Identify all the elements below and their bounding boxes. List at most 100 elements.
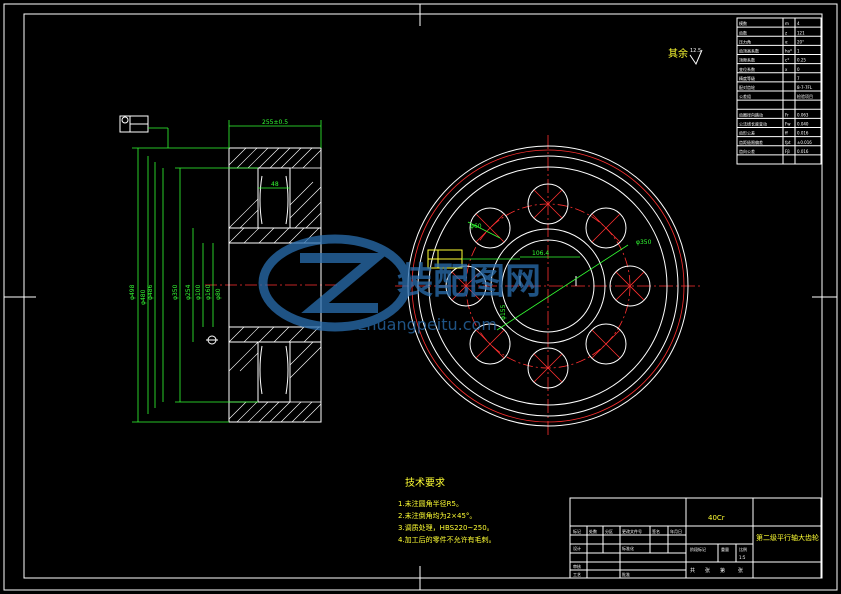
table-cell: 7 xyxy=(797,76,800,81)
svg-text:1:5: 1:5 xyxy=(739,555,746,560)
table-cell: 0.25 xyxy=(797,58,806,63)
table-cell: m xyxy=(785,21,789,26)
dia-dim-3: φ486 xyxy=(147,284,154,300)
table-cell: 0.040 xyxy=(797,122,809,127)
bore-circle xyxy=(501,239,595,333)
table-cell: x xyxy=(785,67,788,72)
front-view: φ60 φ350 106.4 φ155 xyxy=(395,135,700,437)
hole-center-mark xyxy=(533,189,563,219)
dia-dim-7: φ160 xyxy=(205,284,212,300)
hub-dim: φ155 xyxy=(500,304,507,320)
lightening-hole xyxy=(469,207,511,249)
hole-center-mark xyxy=(615,271,645,301)
svg-text:张: 张 xyxy=(738,567,743,574)
table-cell: 精度等级 xyxy=(739,75,755,81)
table-cell: 0 xyxy=(797,67,800,72)
rim-inner-circle xyxy=(428,166,668,406)
tolerance-frame-right xyxy=(427,249,520,269)
table-cell: 齿形公差 xyxy=(739,130,755,136)
svg-text:分区: 分区 xyxy=(605,528,613,534)
table-cell: 齿距极限偏差 xyxy=(739,139,763,145)
table-cell: 齿数 xyxy=(739,29,747,35)
table-cell: α xyxy=(785,39,788,44)
lightening-hole xyxy=(585,323,627,365)
svg-text:工艺: 工艺 xyxy=(573,572,581,577)
web-width-dim: 48 xyxy=(271,181,279,188)
table-cell: 齿圈径向跳动 xyxy=(739,111,763,117)
table-cell: 公法线长度变动 xyxy=(739,121,767,127)
table-cell: 20° xyxy=(797,39,804,44)
table-cell: fpt xyxy=(785,140,791,145)
svg-text:阶段标记: 阶段标记 xyxy=(690,546,706,552)
hole-center-mark xyxy=(475,213,505,243)
table-cell: 顶隙系数 xyxy=(739,57,755,63)
watermark-en: zhuangpeitu.com xyxy=(358,315,497,334)
hole-center-mark xyxy=(591,329,621,359)
hole-center-mark xyxy=(451,271,481,301)
keyway-dim: 106.4 xyxy=(532,250,549,257)
dia-dim-1: φ498 xyxy=(129,284,136,300)
watermark-cn: 装配图网 xyxy=(397,261,541,302)
svg-text:标准化: 标准化 xyxy=(622,545,634,551)
svg-text:处数: 处数 xyxy=(589,528,597,534)
svg-text:审核: 审核 xyxy=(573,563,581,569)
table-cell: 压力角 xyxy=(739,38,751,44)
table-cell: 配对齿轮 xyxy=(739,84,755,90)
table-cell: 8-7-7FL xyxy=(797,85,813,90)
lightening-hole xyxy=(527,183,569,225)
title-block: 40Cr 第二级平行轴大齿轮 标记 处数 分区 更改文件号 签名 年月日 设计 … xyxy=(569,497,822,579)
svg-text:共: 共 xyxy=(690,567,695,574)
roughness-label: 其余 xyxy=(668,47,688,60)
table-cell: ha* xyxy=(785,49,792,54)
table-cell: 公差组 xyxy=(739,93,751,99)
table-cell: Fr xyxy=(785,112,789,117)
tolerance-frame-left xyxy=(119,115,169,148)
lightening-hole xyxy=(445,265,487,307)
material-text: 40Cr xyxy=(708,514,725,522)
tech-item-1: 1.未注圆角半径R5。 xyxy=(398,499,463,508)
svg-text:更改文件号: 更改文件号 xyxy=(622,528,642,534)
tech-item-2: 2.未注倒角均为2×45°。 xyxy=(398,511,476,520)
tech-title: 技术要求 xyxy=(405,476,445,489)
hub-outer-circle xyxy=(490,228,606,344)
lightening-hole xyxy=(469,323,511,365)
table-cell: 0.016 xyxy=(797,149,809,154)
hole-center-mark xyxy=(475,329,505,359)
svg-text:比例: 比例 xyxy=(739,546,747,552)
table-cell: ff xyxy=(785,131,788,136)
watermark: 装配图网 zhuangpeitu.com xyxy=(258,234,541,334)
lightening-hole xyxy=(527,347,569,389)
pitch-dia-dim: φ350 xyxy=(636,239,652,246)
svg-text:设计: 设计 xyxy=(573,545,581,551)
root-circle xyxy=(417,155,679,417)
table-cell: 模数 xyxy=(739,20,747,26)
table-cell: 齿顶高系数 xyxy=(739,48,759,54)
part-name-text: 第二级平行轴大齿轮 xyxy=(756,533,819,542)
hole-dia-dim: φ60 xyxy=(470,223,482,230)
tech-requirements: 技术要求 1.未注圆角半径R5。 2.未注倒角均为2×45°。 3.调质处理，H… xyxy=(398,476,496,544)
pitch-circle xyxy=(411,149,685,423)
lightening-hole xyxy=(609,265,651,307)
tech-item-4: 4.加工后的零件不允许有毛刺。 xyxy=(398,535,496,544)
table-cell: 1 xyxy=(797,49,800,54)
table-cell: c* xyxy=(785,58,789,63)
svg-text:重量: 重量 xyxy=(721,546,729,552)
table-cell: 0.063 xyxy=(797,112,809,117)
svg-text:批准: 批准 xyxy=(622,571,630,577)
hole-center-mark xyxy=(591,213,621,243)
table-cell: 齿向公差 xyxy=(739,148,755,154)
dia-dim-5: φ254 xyxy=(185,284,192,300)
table-cell: Fw xyxy=(785,122,791,127)
lightening-hole xyxy=(585,207,627,249)
svg-text:张: 张 xyxy=(705,567,710,574)
section-view: 255±0.5 48 φ498 φ480 φ486 φ350 φ254 φ100… xyxy=(119,115,340,423)
svg-text:签名: 签名 xyxy=(652,528,660,534)
svg-text:年月日: 年月日 xyxy=(670,528,682,534)
table-cell: 变位系数 xyxy=(739,66,755,72)
table-cell: Fβ xyxy=(785,149,790,154)
dia-dim-6: φ100 xyxy=(195,284,202,300)
upper-rim-hatch xyxy=(228,147,322,169)
top-width-dim: 255±0.5 xyxy=(262,119,288,126)
